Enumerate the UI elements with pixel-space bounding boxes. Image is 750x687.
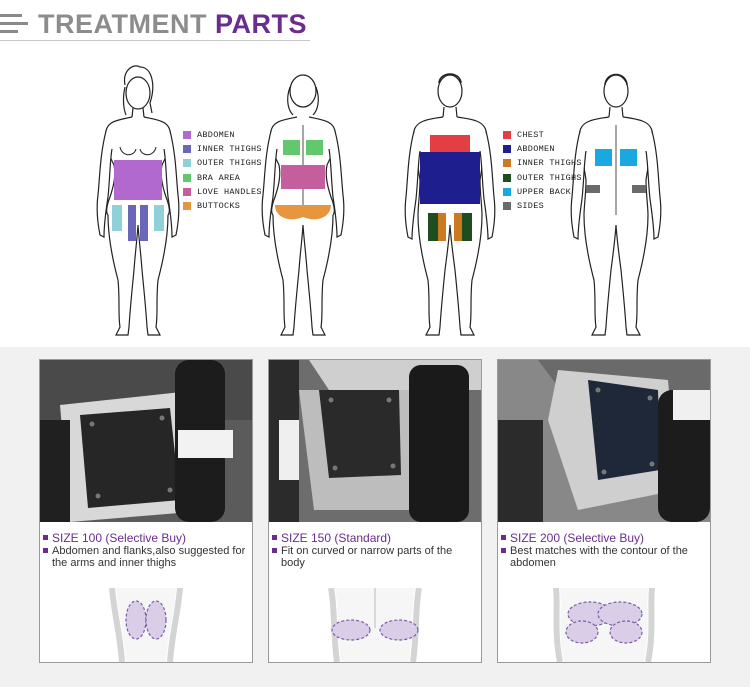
zone-buttocks — [275, 205, 331, 220]
legend-item: INNER THIGHS — [183, 142, 262, 156]
title-part-2: PARTS — [215, 9, 308, 39]
legend-label: ABDOMEN — [197, 130, 235, 141]
body-figures-illustration — [96, 65, 662, 336]
legend-item: BUTTOCKS — [183, 199, 262, 213]
bullet-icon — [501, 547, 506, 553]
legend-item: CHEST — [503, 128, 582, 142]
title-divider — [0, 40, 310, 41]
legend-item: LOVE HANDLES — [183, 185, 262, 199]
female-back-figure — [261, 74, 345, 336]
card-size-200: SIZE 200 (Selective Buy) Best matches wi… — [497, 359, 711, 663]
header: TREATMENT PARTS — [0, 0, 750, 50]
title-part-1: TREATMENT — [38, 9, 207, 39]
card-size-label: SIZE 200 (Selective Buy) — [510, 531, 645, 545]
legend-label: ABDOMEN — [517, 144, 555, 155]
legend-swatch — [183, 173, 191, 182]
legend-label: CHEST — [517, 130, 545, 141]
legend-label: INNER THIGHS — [517, 158, 582, 169]
legend-item: UPPER BACK — [503, 185, 582, 199]
legend-swatch — [503, 173, 511, 182]
legend-swatch — [183, 187, 191, 196]
zone-sides-right — [632, 185, 646, 193]
zone-inner-thigh-left-male — [438, 213, 446, 241]
legend-item: BRA AREA — [183, 171, 262, 185]
applicator-photo-100 — [40, 360, 252, 522]
female-legend: ABDOMEN INNER THIGHS OUTER THIGHS BRA AREA L… — [183, 128, 262, 213]
zone-inner-thigh-right-male — [454, 213, 462, 241]
legend-item: SIDES — [503, 199, 582, 213]
legend-swatch — [503, 187, 511, 196]
legend-label: INNER THIGHS — [197, 144, 262, 155]
legend-swatch — [503, 202, 511, 211]
legend-swatch — [503, 159, 511, 168]
header-stripes-icon — [0, 14, 28, 38]
zone-outer-thigh-left — [112, 205, 122, 231]
male-front-figure — [404, 73, 496, 336]
legend-swatch — [503, 131, 511, 140]
legend-label: OUTER THIGHS — [197, 158, 262, 169]
male-legend: CHEST ABDOMEN INNER THIGHS OUTER THIGHS UPPE… — [503, 128, 582, 213]
card-size-label: SIZE 100 (Selective Buy) — [52, 531, 187, 545]
zone-inner-thigh-left — [128, 205, 136, 241]
zone-sides-left — [586, 185, 600, 193]
legend-swatch — [183, 159, 191, 168]
zone-chest — [430, 135, 470, 152]
body-figures-section: ABDOMEN INNER THIGHS OUTER THIGHS BRA AREA L… — [0, 55, 750, 345]
legend-item: OUTER THIGHS — [503, 171, 582, 185]
legend-item: INNER THIGHS — [503, 156, 582, 170]
zone-bra-left — [283, 140, 300, 155]
female-front-figure — [96, 65, 180, 336]
legend-label: SIDES — [517, 201, 545, 212]
body-diagram-150 — [269, 587, 481, 663]
legend-label: UPPER BACK — [517, 186, 572, 197]
card-size-150: SIZE 150 (Standard) Fit on curved or nar… — [268, 359, 482, 663]
legend-item: ABDOMEN — [183, 128, 262, 142]
card-size-label: SIZE 150 (Standard) — [281, 531, 392, 545]
bullet-icon — [501, 535, 506, 540]
legend-swatch — [503, 145, 511, 154]
bullet-icon — [43, 547, 48, 553]
zone-abdomen-male — [420, 152, 480, 204]
legend-label: BRA AREA — [197, 172, 241, 183]
legend-label: BUTTOCKS — [197, 201, 241, 212]
zone-love-handles — [281, 165, 325, 189]
bullet-icon — [272, 535, 277, 540]
zone-outer-thigh-right — [154, 205, 164, 231]
applicator-sizes-section: SIZE 100 (Selective Buy) Abdomen and fla… — [0, 347, 750, 687]
legend-label: LOVE HANDLES — [197, 186, 262, 197]
card-description: Abdomen and flanks,also suggested for th… — [52, 544, 246, 570]
zone-inner-thigh-right — [140, 205, 148, 241]
body-diagram-100 — [40, 587, 252, 663]
bullet-icon — [272, 547, 277, 553]
legend-item: ABDOMEN — [503, 142, 582, 156]
legend-label: OUTER THIGHS — [517, 172, 582, 183]
applicator-photo-150 — [269, 360, 481, 522]
bullet-icon — [43, 535, 48, 540]
legend-swatch — [183, 202, 191, 211]
legend-swatch — [183, 145, 191, 154]
legend-swatch — [183, 131, 191, 140]
legend-item: OUTER THIGHS — [183, 156, 262, 170]
zone-abdomen — [114, 160, 162, 200]
applicator-photo-200 — [498, 360, 710, 522]
zone-outer-thigh-right-male — [462, 213, 472, 241]
card-size-100: SIZE 100 (Selective Buy) Abdomen and fla… — [39, 359, 253, 663]
male-back-figure — [570, 73, 662, 336]
zone-bra-right — [306, 140, 323, 155]
card-description: Best matches with the contour of the abd… — [510, 544, 688, 570]
zone-outer-thigh-left-male — [428, 213, 438, 241]
body-diagram-200 — [498, 587, 710, 663]
zone-upper-back-right — [620, 149, 637, 166]
card-description: Fit on curved or narrow parts of the bod… — [281, 544, 453, 570]
zone-upper-back-left — [595, 149, 612, 166]
page-title: TREATMENT PARTS — [38, 9, 307, 40]
